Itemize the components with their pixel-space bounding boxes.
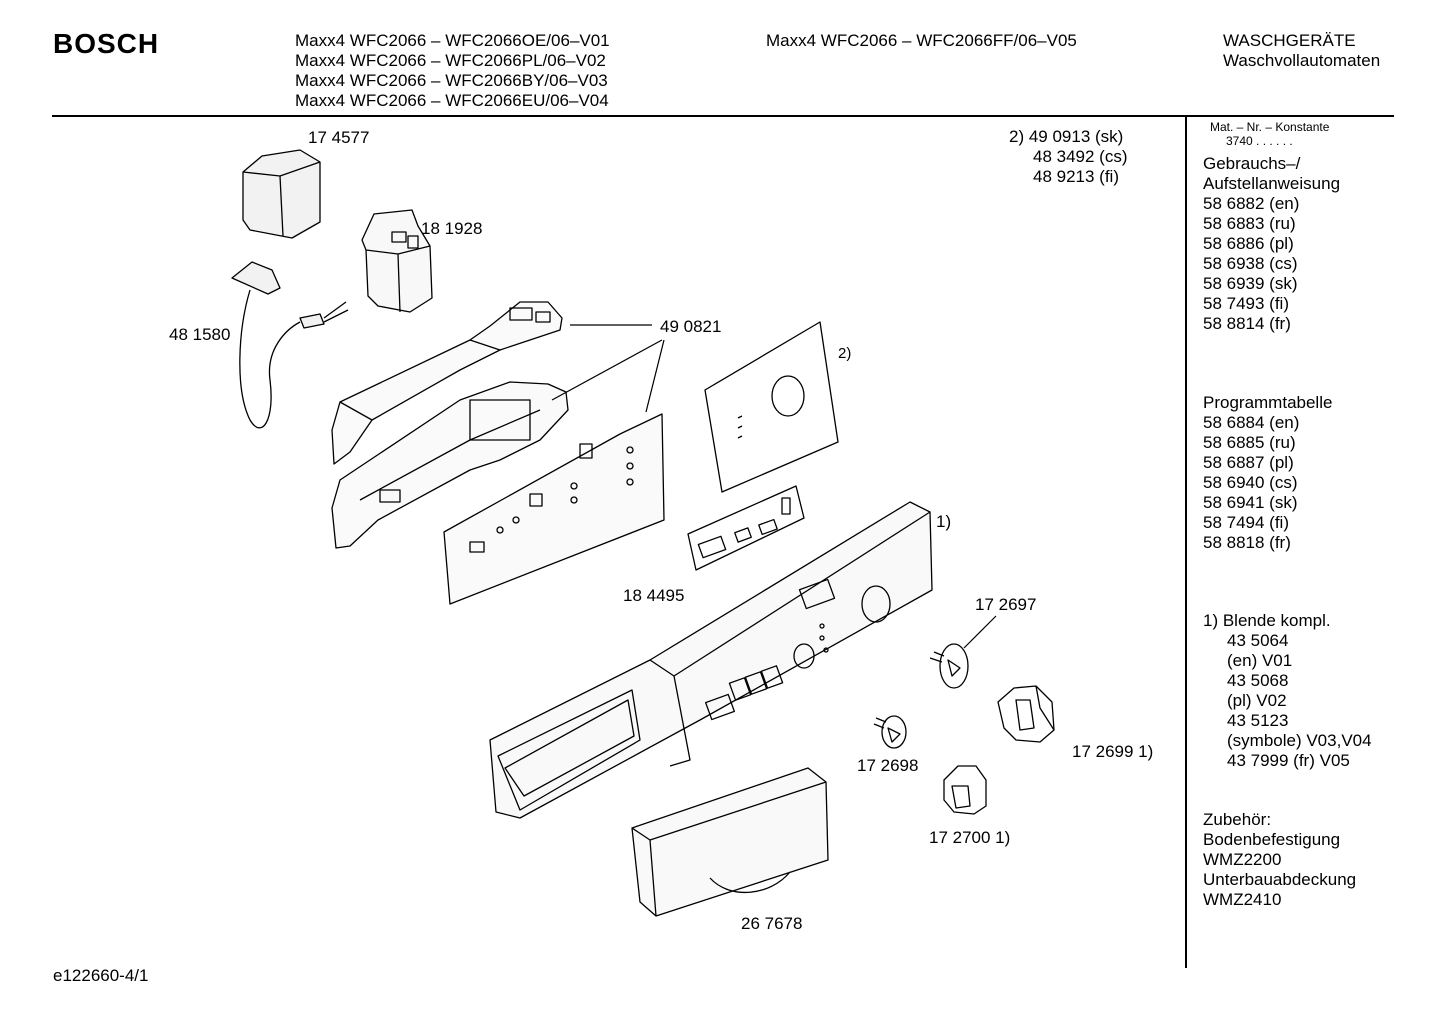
part-note2-overlay-drawing <box>704 321 839 493</box>
part-note1-fascia-drawing <box>489 501 933 819</box>
brand-logo: BOSCH <box>53 28 160 59</box>
blende-title: 1) Blende kompl. <box>1203 611 1331 630</box>
manual-section: Gebrauchs–/ Aufstellanweisung 58 6882 (e… <box>1203 154 1340 334</box>
label-172697: 17 2697 <box>975 595 1037 614</box>
label-note1: 1) <box>936 512 952 531</box>
manual-item: 58 7493 (fi) <box>1203 294 1289 313</box>
manual-item: 58 6938 (cs) <box>1203 254 1298 273</box>
part-172699-drawing <box>997 685 1055 743</box>
blende-item: (en) V01 <box>1227 651 1293 670</box>
program-item: 58 6887 (pl) <box>1203 453 1294 472</box>
part-172698-drawing <box>873 715 907 749</box>
blende-item: 43 7999 (fr) V05 <box>1227 751 1350 770</box>
program-section: Programmtabelle 58 6884 (en) 58 6885 (ru… <box>1203 393 1332 553</box>
label-181928: 18 1928 <box>421 219 483 238</box>
program-item: 58 7494 (fi) <box>1203 513 1289 532</box>
zubehoer-section: Zubehör: Bodenbefestigung WMZ2200 Unterb… <box>1203 810 1356 910</box>
part-181928-drawing <box>361 209 433 313</box>
manual-item: 58 6883 (ru) <box>1203 214 1296 233</box>
label-174577: 17 4577 <box>308 128 370 147</box>
zubehoer-line: Zubehör: <box>1203 810 1272 829</box>
label-481580: 48 1580 <box>169 325 231 344</box>
blende-item: 43 5068 <box>1227 671 1289 690</box>
label-172698: 17 2698 <box>857 756 919 775</box>
zubehoer-line: WMZ2200 <box>1203 850 1282 869</box>
mat-value: 3740 . . . . . . <box>1226 134 1293 148</box>
model-line: Maxx4 WFC2066 – WFC2066EU/06–V04 <box>295 91 609 110</box>
blende-section: 1) Blende kompl. 43 5064 (en) V01 43 506… <box>1203 611 1372 771</box>
manual-item: 58 6886 (pl) <box>1203 234 1294 253</box>
header-divider <box>52 115 1394 117</box>
program-item: 58 6941 (sk) <box>1203 493 1298 512</box>
model-line: Maxx4 WFC2066 – WFC2066PL/06–V02 <box>295 51 606 70</box>
model-center: Maxx4 WFC2066 – WFC2066FF/06–V05 <box>766 31 1077 50</box>
manual-item: 58 8814 (fr) <box>1203 314 1291 333</box>
manual-item: 58 6882 (en) <box>1203 194 1300 213</box>
manual-item: 58 6939 (sk) <box>1203 274 1298 293</box>
model-line: Maxx4 WFC2066 – WFC2066OE/06–V01 <box>295 31 610 50</box>
footnote2-line: 48 3492 (cs) <box>1033 147 1128 166</box>
program-item: 58 6940 (cs) <box>1203 473 1298 492</box>
program-item: 58 8818 (fr) <box>1203 533 1291 552</box>
part-174577-drawing <box>242 149 321 239</box>
blende-item: (symbole) V03,V04 <box>1227 731 1372 750</box>
manual-title: Aufstellanweisung <box>1203 174 1341 193</box>
program-item: 58 6885 (ru) <box>1203 433 1296 452</box>
model-line: Maxx4 WFC2066 – WFC2066BY/06–V03 <box>295 71 608 90</box>
label-184495: 18 4495 <box>623 586 685 605</box>
part-490821-upper-drawing <box>331 301 563 465</box>
blende-item: 43 5123 <box>1227 711 1289 730</box>
label-490821: 49 0821 <box>660 317 722 336</box>
part-490821-middle-drawing <box>331 381 569 549</box>
part-172697-drawing <box>929 643 969 689</box>
drawing-id: e122660-4/1 <box>53 966 149 985</box>
manual-title: Gebrauchs–/ <box>1203 154 1301 173</box>
blende-item: 43 5064 <box>1227 631 1289 650</box>
program-item: 58 6884 (en) <box>1203 413 1300 432</box>
leader-lines <box>551 324 997 649</box>
program-title: Programmtabelle <box>1203 393 1333 412</box>
mat-label: Mat. – Nr. – Konstante <box>1210 120 1330 134</box>
footnote2-line: 2) 49 0913 (sk) <box>1009 127 1124 146</box>
category-title: WASCHGERÄTE <box>1223 31 1356 50</box>
part-490821-board-drawing <box>443 413 665 605</box>
part-172700-drawing <box>943 765 987 815</box>
model-list-left: Maxx4 WFC2066 – WFC2066OE/06–V01 Maxx4 W… <box>295 31 610 111</box>
label-172699: 17 2699 1) <box>1072 742 1154 761</box>
footnote2-line: 48 9213 (fi) <box>1033 167 1119 186</box>
blende-item: (pl) V02 <box>1227 691 1287 710</box>
sidebar-divider <box>1185 115 1187 968</box>
zubehoer-line: Bodenbefestigung <box>1203 830 1341 849</box>
label-267678: 26 7678 <box>741 914 803 933</box>
part-184495-drawing <box>687 485 805 571</box>
subcategory-title: Waschvollautomaten <box>1223 51 1381 70</box>
zubehoer-line: Unterbauabdeckung <box>1203 870 1357 889</box>
label-note2: 2) <box>838 345 852 362</box>
zubehoer-line: WMZ2410 <box>1203 890 1282 909</box>
label-172700: 17 2700 1) <box>929 828 1011 847</box>
part-267678-drawing <box>631 767 829 917</box>
footnote2-list: 2) 49 0913 (sk) 48 3492 (cs) 48 9213 (fi… <box>1009 127 1128 187</box>
part-481580-drawing <box>231 261 349 429</box>
